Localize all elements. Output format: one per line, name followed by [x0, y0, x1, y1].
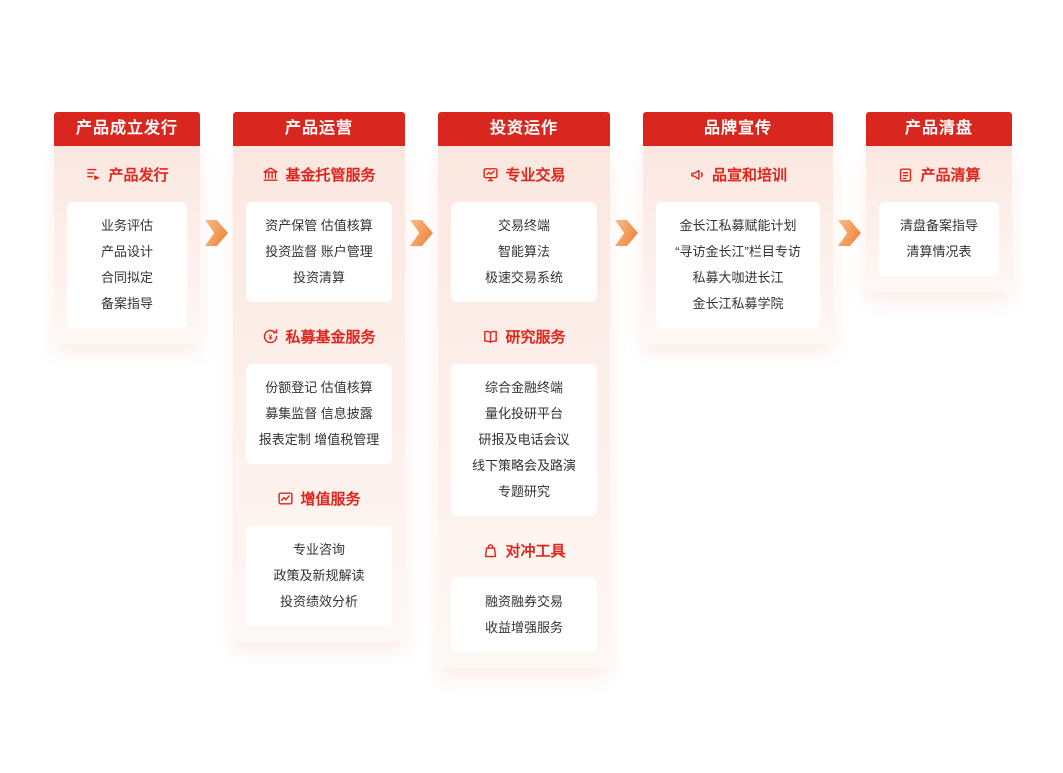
hedge-tools-icon: [482, 542, 499, 559]
section-title: 专业交易: [438, 164, 610, 185]
column-product-launch: 产品成立发行 产品发行 业务评估 产品设计 合同拟定 备案指导: [54, 112, 200, 344]
service-flow-diagram: 产品成立发行 产品发行 业务评估 产品设计 合同拟定 备案指导 产品运营: [54, 112, 1012, 668]
arrow-right-icon: [410, 220, 433, 246]
section-private-fund: ¥ 私募基金服务 份额登记 估值核算 募集监督 信息披露 报表定制 增值税管理: [233, 326, 405, 464]
service-item: 备案指导: [100, 296, 153, 311]
service-item: 金长江私募学院: [692, 296, 784, 311]
service-item: 交易终端: [497, 218, 550, 233]
section-title-label: 产品发行: [108, 167, 169, 184]
service-item: 募集监督 信息披露: [265, 406, 373, 421]
section-hedging-tools: 对冲工具 融资融券交易 收益增强服务: [438, 540, 610, 652]
section-title-label: 产品清算: [920, 167, 981, 184]
service-item: 清算情况表: [906, 244, 972, 259]
column-header: 产品运营: [233, 112, 405, 146]
arrow-right-icon: [838, 220, 861, 246]
section-research-services: 研究服务 综合金融终端 量化投研平台 研报及电话会议 线下策略会及路演 专题研究: [438, 326, 610, 516]
service-item: 投资绩效分析: [279, 594, 358, 609]
service-item: 专业咨询: [292, 542, 345, 557]
service-item: 份额登记 估值核算: [265, 380, 373, 395]
column-header: 投资运作: [438, 112, 610, 146]
flow-arrow: [610, 220, 643, 246]
service-card: 金长江私募赋能计划 “寻访金长江”栏目专访 私募大咖进长江 金长江私募学院: [656, 202, 820, 328]
product-issue-icon: [85, 166, 102, 183]
section-title-label: 品宣和培训: [711, 167, 787, 184]
section-title-label: 对冲工具: [505, 543, 566, 560]
column-body: 产品发行 业务评估 产品设计 合同拟定 备案指导: [54, 146, 200, 344]
service-card: 综合金融终端 量化投研平台 研报及电话会议 线下策略会及路演 专题研究: [451, 364, 597, 516]
section-fund-custody: 基金托管服务 资产保管 估值核算 投资监督 账户管理 投资清算: [233, 164, 405, 302]
column-header: 产品成立发行: [54, 112, 200, 146]
service-item: 产品设计: [100, 244, 153, 259]
section-title-label: 增值服务: [300, 491, 361, 508]
branding-megaphone-icon: [689, 166, 706, 183]
section-value-added: 增值服务 专业咨询 政策及新规解读 投资绩效分析: [233, 488, 405, 626]
service-item: 资产保管 估值核算: [265, 218, 373, 233]
service-item: 专题研究: [497, 484, 550, 499]
column-body: 品宣和培训 金长江私募赋能计划 “寻访金长江”栏目专访 私募大咖进长江 金长江私…: [643, 146, 833, 344]
column-body: 专业交易 交易终端 智能算法 极速交易系统 研究服务 综合金融终端 量化投: [438, 146, 610, 668]
service-item: 投资清算: [292, 270, 345, 285]
service-item: 收益增强服务: [484, 620, 563, 635]
column-body: 产品清算 清盘备案指导 清算情况表: [866, 146, 1012, 292]
service-item: 线下策略会及路演: [471, 458, 576, 473]
section-product-issuance: 产品发行 业务评估 产品设计 合同拟定 备案指导: [54, 164, 200, 328]
section-product-settlement: 产品清算 清盘备案指导 清算情况表: [866, 164, 1012, 276]
service-card: 清盘备案指导 清算情况表: [879, 202, 999, 276]
column-header: 产品清盘: [866, 112, 1012, 146]
service-item: 私募大咖进长江: [692, 270, 784, 285]
service-item: 研报及电话会议: [478, 432, 570, 447]
section-professional-trading: 专业交易 交易终端 智能算法 极速交易系统: [438, 164, 610, 302]
section-title: 研究服务: [438, 326, 610, 347]
section-title: 对冲工具: [438, 540, 610, 561]
section-title: ¥ 私募基金服务: [233, 326, 405, 347]
service-item: 政策及新规解读: [273, 568, 365, 583]
service-item: 融资融券交易: [484, 594, 563, 609]
column-product-liquidation: 产品清盘 产品清算 清盘备案指导 清算情况表: [866, 112, 1012, 292]
section-title-label: 研究服务: [505, 329, 566, 346]
flow-arrow: [200, 220, 233, 246]
column-brand-promotion: 品牌宣传 品宣和培训 金长江私募赋能计划 “寻访金长江”栏目专访 私募大咖进长江…: [643, 112, 833, 344]
section-title: 品宣和培训: [643, 164, 833, 185]
service-item: 量化投研平台: [484, 406, 563, 421]
service-item: 综合金融终端: [484, 380, 563, 395]
service-card: 融资融券交易 收益增强服务: [451, 578, 597, 652]
section-title: 基金托管服务: [233, 164, 405, 185]
column-header: 品牌宣传: [643, 112, 833, 146]
service-card: 业务评估 产品设计 合同拟定 备案指导: [67, 202, 187, 328]
svg-text:¥: ¥: [269, 333, 273, 341]
service-item: 业务评估: [100, 218, 153, 233]
service-item: 投资监督 账户管理: [265, 244, 373, 259]
service-card: 交易终端 智能算法 极速交易系统: [451, 202, 597, 302]
flow-arrow: [833, 220, 866, 246]
service-card: 专业咨询 政策及新规解读 投资绩效分析: [246, 526, 392, 626]
section-title-label: 基金托管服务: [285, 167, 376, 184]
trading-terminal-icon: [482, 166, 499, 183]
private-fund-cycle-icon: ¥: [262, 328, 279, 345]
research-book-icon: [482, 328, 499, 345]
value-added-chart-icon: [277, 490, 294, 507]
section-title: 产品清算: [866, 164, 1012, 185]
service-item: 清盘备案指导: [899, 218, 978, 233]
service-item: 报表定制 增值税管理: [258, 432, 380, 447]
service-item: 智能算法: [497, 244, 550, 259]
section-title: 产品发行: [54, 164, 200, 185]
service-card: 份额登记 估值核算 募集监督 信息披露 报表定制 增值税管理: [246, 364, 392, 464]
section-title: 增值服务: [233, 488, 405, 509]
service-item: 极速交易系统: [484, 270, 563, 285]
column-investment-operations: 投资运作 专业交易 交易终端 智能算法 极速交易系统: [438, 112, 610, 668]
column-product-operations: 产品运营 基金托管服务 资产保管 估值核算 投资监督 账户管理 投资清算: [233, 112, 405, 642]
section-title-label: 专业交易: [505, 167, 566, 184]
service-item: 合同拟定: [100, 270, 153, 285]
arrow-right-icon: [205, 220, 228, 246]
section-branding-training: 品宣和培训 金长江私募赋能计划 “寻访金长江”栏目专访 私募大咖进长江 金长江私…: [643, 164, 833, 328]
custody-bank-icon: [262, 166, 279, 183]
liquidation-report-icon: [897, 166, 914, 183]
service-card: 资产保管 估值核算 投资监督 账户管理 投资清算: [246, 202, 392, 302]
arrow-right-icon: [615, 220, 638, 246]
section-title-label: 私募基金服务: [285, 329, 376, 346]
flow-arrow: [405, 220, 438, 246]
service-item: “寻访金长江”栏目专访: [675, 244, 801, 259]
column-body: 基金托管服务 资产保管 估值核算 投资监督 账户管理 投资清算 ¥ 私募基金服务…: [233, 146, 405, 642]
service-item: 金长江私募赋能计划: [679, 218, 797, 233]
